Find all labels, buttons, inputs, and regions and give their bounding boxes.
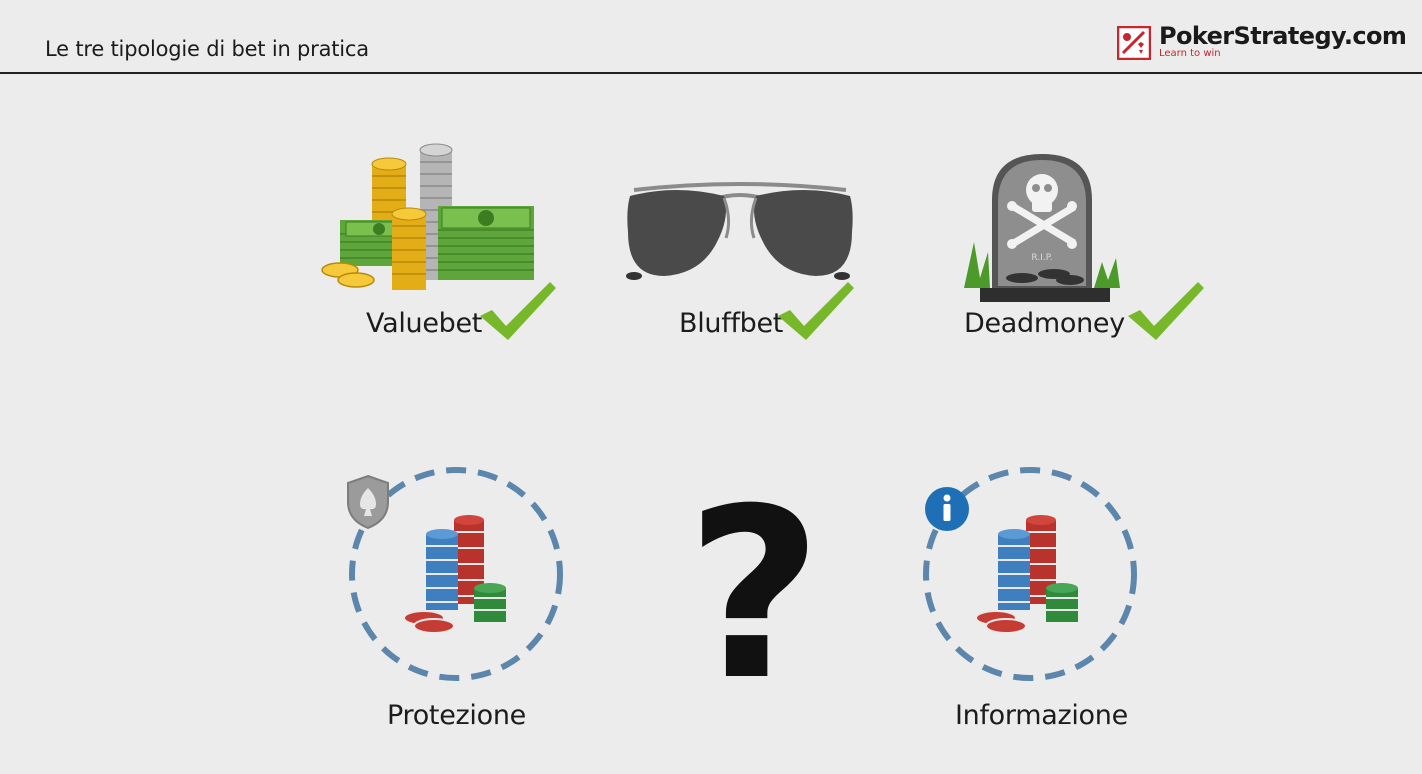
logo-name: PokerStrategy.com <box>1159 22 1407 50</box>
rip-inscription: R.I.P. <box>1031 253 1052 263</box>
sunglasses-icon <box>626 182 853 280</box>
header-divider <box>0 72 1422 74</box>
deadmoney-check-icon <box>1128 282 1204 340</box>
poker-chip-stacks <box>975 515 1078 634</box>
deadmoney-label: Deadmoney <box>964 308 1125 339</box>
logo-tagline: Learn to win <box>1159 48 1221 59</box>
tombstone-icon: R.I.P. <box>964 154 1120 302</box>
pokerstrategy-logo[interactable]: PokerStrategy.com Learn to win <box>1117 22 1407 64</box>
logo-mark-icon <box>1117 26 1151 60</box>
valuebet-label: Valuebet <box>366 308 483 339</box>
bluffbet-label: Bluffbet <box>679 308 784 339</box>
skull-and-crossbones <box>1007 174 1077 249</box>
question-mark: ? <box>686 459 823 732</box>
shield-icon <box>347 474 389 530</box>
protection-illustration <box>349 467 563 681</box>
poker-chip-stacks <box>403 515 506 634</box>
gold-coin-stack-front <box>391 207 427 290</box>
page-title: Le tre tipologie di bet in pratica <box>45 37 369 61</box>
informazione-label: Informazione <box>955 700 1128 731</box>
loose-coins <box>321 262 375 288</box>
money-icon <box>321 143 534 290</box>
bluffbet-check-icon <box>778 282 854 340</box>
protezione-label: Protezione <box>387 700 526 731</box>
banknote-stack-right <box>438 206 534 280</box>
valuebet-check-icon <box>480 282 556 340</box>
info-icon <box>925 487 969 531</box>
information-illustration <box>923 467 1137 681</box>
